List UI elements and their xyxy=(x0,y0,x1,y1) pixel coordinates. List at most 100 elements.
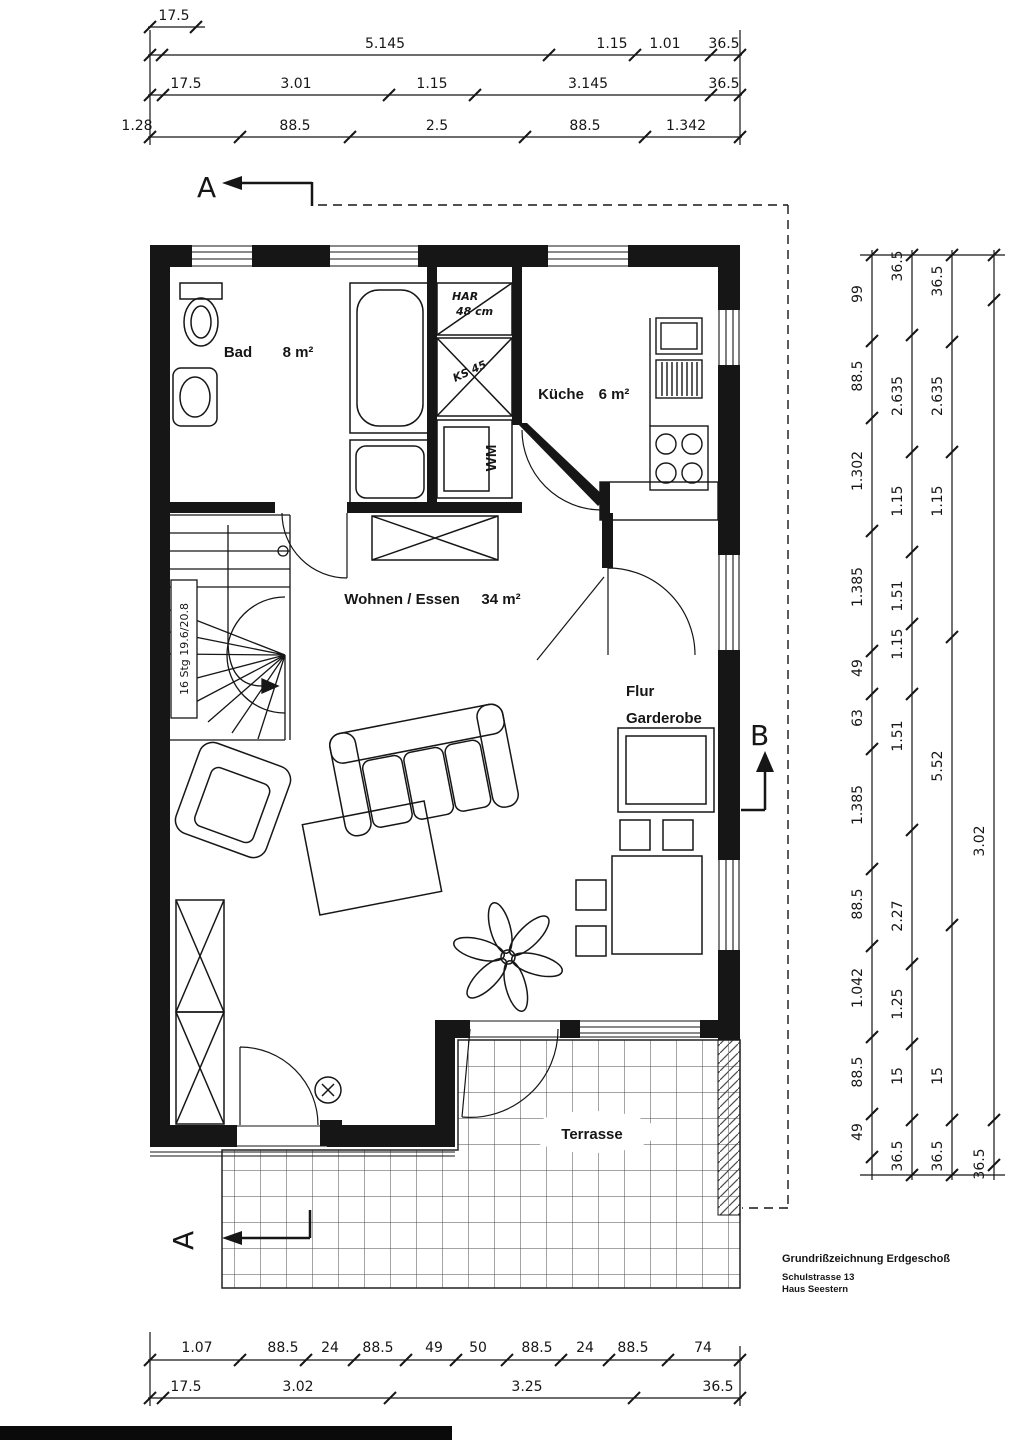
dim-label: 5.145 xyxy=(365,36,405,52)
shower-tray xyxy=(349,439,431,505)
dim-label: 1.25 xyxy=(890,988,906,1019)
dim-label: 36.5 xyxy=(972,1148,988,1179)
room-label-wohnen: Wohnen / Essen xyxy=(344,591,460,608)
har-label: HAR xyxy=(452,290,478,303)
dim-label: 36.5 xyxy=(930,265,946,296)
dim-label: 49 xyxy=(850,1123,866,1141)
dim-label: 63 xyxy=(850,709,866,727)
room-area-kueche: 6 m² xyxy=(599,386,630,403)
flur-door-leaf xyxy=(536,576,605,661)
kitchen-door xyxy=(521,429,603,511)
flur-door xyxy=(607,567,696,656)
dim-label: 3.01 xyxy=(280,76,311,92)
dim-label: 36.5 xyxy=(890,250,906,281)
section-a-bottom-label: A xyxy=(167,1231,200,1250)
dim-label: 1.15 xyxy=(416,76,447,92)
kitchen-cabinet xyxy=(655,317,703,355)
scan-artifact-bar xyxy=(0,1426,452,1440)
title-block: Grundrißzeichnung Erdgeschoß Schulstrass… xyxy=(782,1253,950,1295)
dim-label: 1.385 xyxy=(850,785,866,825)
kitchen-fixtures xyxy=(599,317,719,521)
top-dimensions: 17.5 5.145 1.15 1.01 36.5 17.5 3.01 1.15… xyxy=(121,8,747,145)
stair-arrow xyxy=(261,678,280,694)
room-label-garderobe: Garderobe xyxy=(626,710,702,727)
site-boundary-dashed xyxy=(318,204,789,1209)
entry-door xyxy=(239,1046,319,1126)
wm-label: WM xyxy=(483,445,500,472)
dim-label: 1.385 xyxy=(850,567,866,607)
dim-label: 88.5 xyxy=(617,1340,648,1356)
section-markers: A A B xyxy=(167,171,774,1250)
room-label-bad: Bad xyxy=(224,344,252,361)
dim-label: 1.042 xyxy=(850,968,866,1008)
dining-chair xyxy=(575,925,607,957)
washing-machine xyxy=(436,419,513,499)
kitchen-sink xyxy=(655,359,703,399)
floor-drain xyxy=(314,1076,342,1104)
room-area-wohnen: 34 m² xyxy=(481,591,520,608)
bath-door xyxy=(281,512,348,579)
dim-label: 1.01 xyxy=(649,36,680,52)
dim-label: 3.02 xyxy=(972,825,988,856)
har-closet xyxy=(436,282,513,336)
drawing-house-name: Haus Seestern xyxy=(782,1284,848,1295)
dim-label: 1.51 xyxy=(890,720,906,751)
dim-label: 36.5 xyxy=(708,76,739,92)
coffee-table xyxy=(301,800,443,916)
sofa xyxy=(329,703,519,837)
dim-label: 49 xyxy=(850,659,866,677)
shower xyxy=(436,337,513,417)
dining-set xyxy=(575,819,703,957)
section-b-label: B xyxy=(750,719,769,752)
dim-label: 49 xyxy=(425,1340,443,1356)
windows xyxy=(150,245,740,1157)
section-a-bottom-arrow xyxy=(222,1231,242,1245)
dim-label: 1.15 xyxy=(930,485,946,516)
room-label-flur: Flur xyxy=(626,683,654,700)
dining-chair xyxy=(575,879,607,911)
dim-label: 2.635 xyxy=(930,376,946,416)
stair-walkline xyxy=(227,525,263,687)
dim-label: 17.5 xyxy=(170,1379,201,1395)
bottom-dimensions: 1.07 88.5 24 88.5 49 50 88.5 24 88.5 74 … xyxy=(143,1332,747,1406)
dining-table xyxy=(611,855,703,955)
dim-label: 88.5 xyxy=(267,1340,298,1356)
dim-label: 99 xyxy=(850,285,866,303)
drawing-title: Grundrißzeichnung Erdgeschoß xyxy=(782,1253,950,1265)
stair-label-box xyxy=(170,579,198,719)
dim-label: 2.5 xyxy=(426,118,448,134)
dim-label: 15 xyxy=(930,1067,946,1085)
section-a-top-label: A xyxy=(197,171,216,204)
dim-label: 15 xyxy=(890,1067,906,1085)
har-size-label: 48 cm xyxy=(455,305,493,318)
hatched-wall xyxy=(717,1039,741,1216)
dim-label: 36.5 xyxy=(708,36,739,52)
dim-label: 3.02 xyxy=(282,1379,313,1395)
dim-label: 88.5 xyxy=(850,360,866,391)
dim-label: 88.5 xyxy=(569,118,600,134)
dim-label: 88.5 xyxy=(362,1340,393,1356)
section-b-arrow xyxy=(756,751,774,772)
room-label-kueche: Küche xyxy=(538,386,584,403)
dim-label: 1.15 xyxy=(890,485,906,516)
storage-cabinet xyxy=(175,899,225,1125)
doors xyxy=(239,429,696,1126)
angled-wall xyxy=(517,423,606,506)
dim-label: 74 xyxy=(694,1340,712,1356)
dim-label: 24 xyxy=(321,1340,339,1356)
dim-label: 1.51 xyxy=(890,580,906,611)
door-jamb xyxy=(320,1120,342,1146)
room-label-terrasse: Terrasse xyxy=(561,1126,622,1143)
kitchen-counter xyxy=(599,481,719,521)
wardrobe xyxy=(617,727,715,813)
terrace-label-backdrop xyxy=(528,1111,656,1153)
plant xyxy=(453,902,563,1012)
dim-label: 1.28 xyxy=(121,118,152,134)
dim-label: 1.15 xyxy=(890,628,906,659)
dim-label: 88.5 xyxy=(521,1340,552,1356)
toilet xyxy=(179,282,223,347)
bathtub xyxy=(349,282,431,434)
wash-basin xyxy=(172,367,218,427)
stairs-note-label: 16 Stg 19.6/20.8 xyxy=(178,603,191,695)
